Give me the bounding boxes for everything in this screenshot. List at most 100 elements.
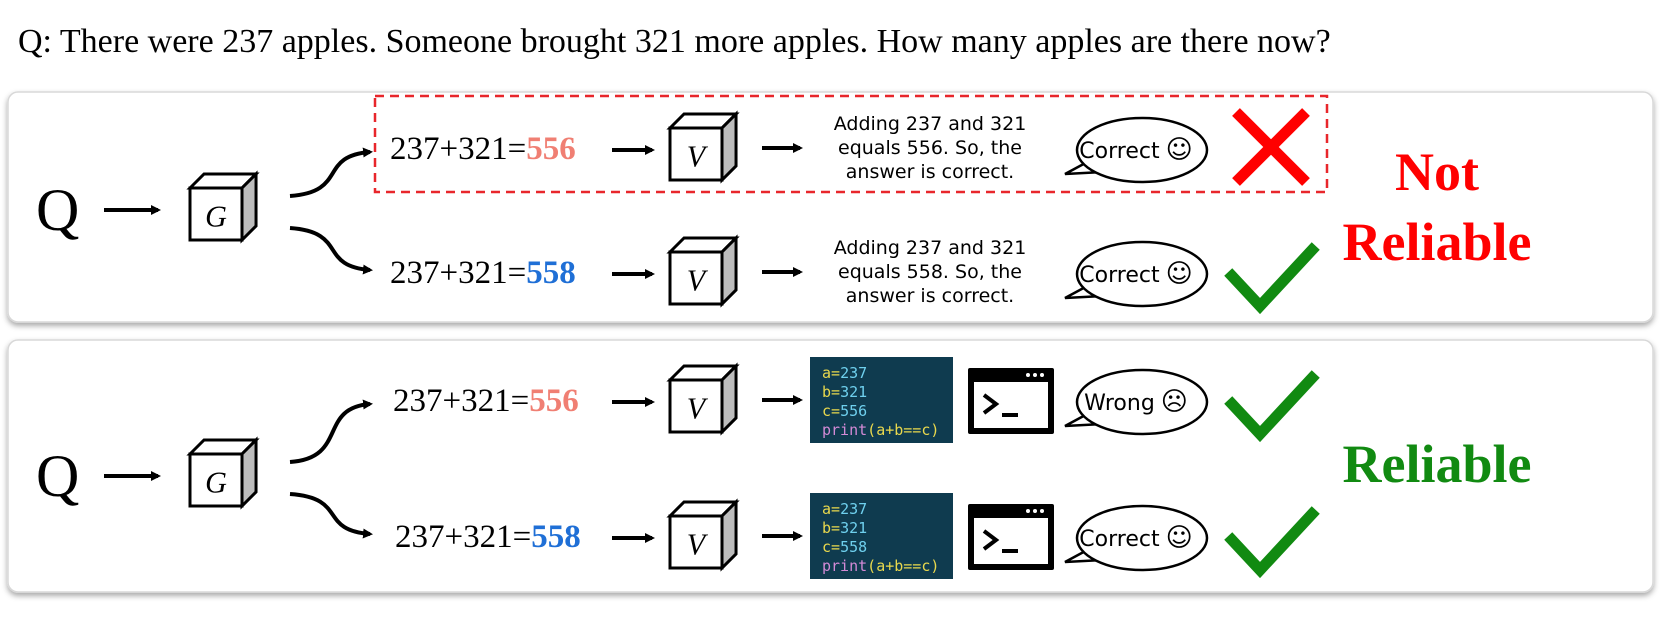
cube-side	[720, 234, 738, 308]
input-label: Q	[36, 443, 79, 509]
cross-stroke	[1232, 108, 1310, 186]
input-label: Q	[36, 177, 79, 243]
cube-side	[240, 436, 258, 510]
code-value: 237	[840, 500, 867, 518]
generator-cube: G	[186, 436, 260, 510]
cube-front	[188, 186, 244, 242]
answer-value: 558	[526, 255, 576, 291]
code-line: print(a+b==c)	[822, 421, 939, 439]
code-background	[810, 357, 953, 443]
terminal-dot	[1040, 509, 1044, 513]
bubble-text: Correct☺	[1079, 523, 1192, 553]
panel-frame	[7, 91, 1654, 323]
explanation-line: Adding 237 and 321	[834, 237, 1027, 259]
bubble-face-icon: ☺	[1166, 135, 1193, 165]
question-text: Q: There were 237 apples. Someone brough…	[18, 23, 1331, 60]
branch-arrow-bottom	[289, 492, 373, 539]
answer-value: 556	[529, 383, 579, 419]
check-icon	[1224, 242, 1320, 315]
code-eq: =	[831, 402, 840, 420]
expression-text: 237+321=558	[395, 519, 581, 555]
bubble-face-icon: ☹	[1161, 387, 1188, 417]
cube-front	[188, 452, 244, 508]
code-print-arg: a+b==c	[876, 421, 930, 439]
highlight-dashed-box	[373, 94, 1329, 194]
code-line: a=237	[822, 364, 867, 382]
cube-label: G	[205, 465, 227, 499]
terminal-dot	[1026, 373, 1030, 377]
code-value: 321	[840, 519, 867, 537]
answer-row-1: 237+321=556 Va=237b=321c=556print(a+b==c)…	[393, 357, 1320, 443]
terminal-dot	[1033, 373, 1037, 377]
verdict-line: Reliable	[1343, 212, 1532, 272]
code-eq: =	[831, 538, 840, 556]
verifier-cube: V	[666, 110, 740, 184]
expression-text: 237+321=556	[393, 383, 579, 419]
bubble-join	[1086, 545, 1108, 560]
terminal-icon	[968, 504, 1054, 570]
bubble-label: Correct	[1079, 263, 1160, 288]
verdict-line: Not	[1395, 142, 1479, 202]
cube-front	[668, 250, 724, 306]
speech-bubble: Correct☺	[1064, 116, 1209, 184]
code-line: b=321	[822, 519, 867, 537]
code-print-arg-open: (	[867, 421, 876, 439]
expression-lhs: 237+321=	[390, 255, 526, 291]
code-var: b	[822, 519, 831, 537]
code-line: b=321	[822, 383, 867, 401]
cross-icon	[1232, 108, 1310, 186]
explanation-line: answer is correct.	[846, 161, 1014, 183]
code-eq: =	[831, 519, 840, 537]
expression-text: 237+321=558	[390, 255, 576, 291]
code-print-arg-close: )	[930, 557, 939, 575]
code-eq: =	[831, 500, 840, 518]
branch-arrow-top	[289, 147, 373, 198]
code-print-arg-open: (	[867, 557, 876, 575]
code-value: 556	[840, 402, 867, 420]
code-value: 321	[840, 383, 867, 401]
code-line: c=558	[822, 538, 867, 556]
bubble-join	[1086, 409, 1108, 424]
explanation-line: equals 556. So, the	[838, 137, 1022, 159]
cube-label: V	[687, 263, 709, 297]
code-print-fn: print	[822, 557, 867, 575]
cube-label: V	[687, 391, 709, 425]
code-print-arg: a+b==c	[876, 557, 930, 575]
terminal-icon	[968, 368, 1054, 434]
code-value: 558	[840, 538, 867, 556]
branch-arrow-bottom	[289, 226, 373, 275]
code-print-arg-close: )	[930, 421, 939, 439]
expression-lhs: 237+321=	[395, 519, 531, 555]
bubble-text: Correct☺	[1079, 259, 1192, 289]
terminal-screen	[974, 518, 1048, 564]
check-icon	[1224, 370, 1320, 443]
bubble-face-icon: ☺	[1166, 259, 1193, 289]
code-var: c	[822, 538, 831, 556]
cube-front	[668, 514, 724, 570]
bubble-outline	[1075, 504, 1209, 572]
code-line: c=556	[822, 402, 867, 420]
speech-bubble: Wrong☹	[1064, 368, 1209, 436]
code-eq: =	[831, 364, 840, 382]
code-print-fn: print	[822, 421, 867, 439]
answer-value: 556	[526, 131, 576, 167]
bubble-outline	[1075, 240, 1209, 308]
terminal-screen	[974, 382, 1048, 428]
check-icon	[1224, 506, 1320, 579]
verifier-cube: V	[666, 362, 740, 436]
verifier-cube: V	[666, 234, 740, 308]
terminal-chevron	[982, 529, 1000, 551]
verifier-cube: V	[666, 498, 740, 572]
bubble-label: Wrong	[1084, 391, 1155, 416]
code-var: b	[822, 383, 831, 401]
bubble-join	[1086, 157, 1108, 172]
bubble-label: Correct	[1079, 527, 1160, 552]
